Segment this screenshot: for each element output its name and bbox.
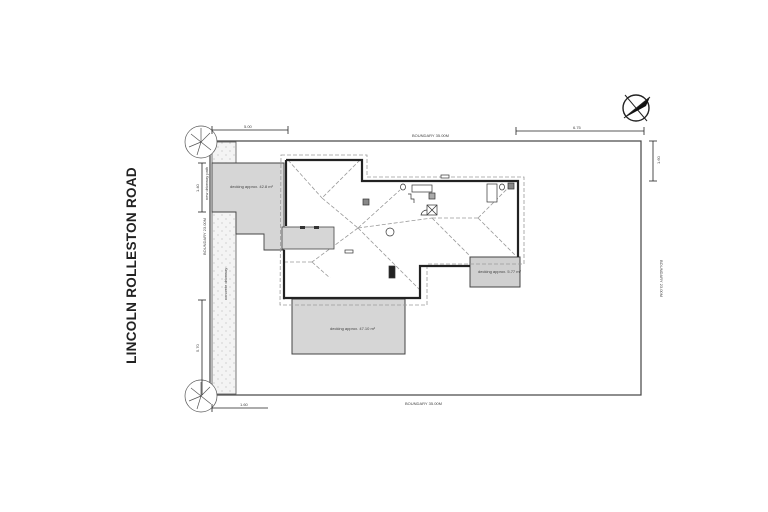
tree-bottom-icon [184,379,218,413]
entry-deck [281,226,335,250]
left-deck-label: decking approx. 42.8 m² [230,184,274,189]
road-name-text: LINCOLN ROLLESTON ROAD [123,166,139,364]
front-deck [291,298,406,355]
house-walls [282,158,520,300]
dimension-lines [198,126,657,412]
front-deck-label: decking approx. 47.10 m² [330,326,376,331]
boundary-bottom-label: BOUNDARY 35.00M [405,401,442,406]
tree-top-icon [184,125,218,159]
driveway-top-label: new driveway path [204,167,209,200]
driveway-side-label: concrete driveway [223,268,228,300]
dim-left-upper: 1.40 [195,183,200,192]
boundary-right-label: BOUNDARY 23.00M [659,260,664,297]
dim-bottom-left: 1.60 [240,402,249,407]
site-boundary [209,140,642,396]
road-name-label: LINCOLN ROLLESTON ROAD [118,145,144,385]
dim-top-right: 6.75 [573,125,582,130]
right-deck [469,256,521,288]
north-arrow-icon [622,94,651,122]
fixtures [344,174,515,279]
dim-right-top: 1.60 [656,155,661,164]
left-deck [211,162,285,251]
dimension-labels: 5.00 6.75 BOUNDARY 35.00M BOUNDARY 35.00… [195,124,664,407]
boundary-top-label: BOUNDARY 35.00M [412,133,449,138]
boundary-left-label: BOUNDARY 23.00M [202,218,207,255]
right-deck-label: decking approx. 5.77 m² [478,269,522,274]
dim-left-lower: 5.70 [195,343,200,352]
dim-top-left: 5.00 [244,124,253,129]
